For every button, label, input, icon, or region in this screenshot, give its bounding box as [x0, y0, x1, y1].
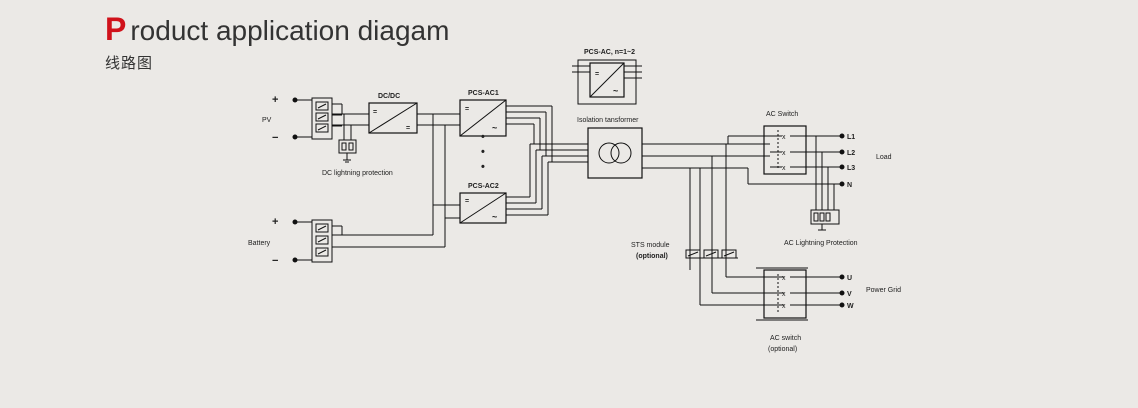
- dcdc-label: DC/DC: [378, 93, 400, 100]
- pcs-ac1-ac: ~: [492, 123, 497, 133]
- isolation-transformer: [587, 127, 643, 179]
- v-label: V: [847, 291, 852, 298]
- dc-lightning-protection: [338, 114, 357, 163]
- dcdc-converter: [368, 102, 418, 134]
- sw2-x-1: x: [782, 275, 786, 282]
- u-label: U: [847, 275, 852, 282]
- pcs-acn-eq: =: [595, 71, 599, 78]
- battery-plus: +: [272, 216, 278, 228]
- ac-switch2-optional: (optional): [768, 346, 797, 353]
- isolation-label: Isolation tansformer: [577, 117, 639, 124]
- sw2-x-3: x: [782, 303, 786, 310]
- dot-1: •: [481, 131, 485, 143]
- n-label: N: [847, 182, 852, 189]
- ac-switch-label: AC Switch: [766, 111, 798, 118]
- dc-lightning-label: DC lightning protection: [322, 170, 393, 177]
- dcdc-eq: =: [373, 109, 377, 116]
- pcs-ac2-eq: =: [465, 198, 469, 205]
- battery-label: Battery: [248, 240, 271, 247]
- ac-lightning-label: AC Lightning Protection: [784, 240, 858, 247]
- ac-switch-load: [763, 125, 845, 187]
- pcs-acn-block: [572, 59, 642, 105]
- sts-label: STS module: [631, 242, 670, 249]
- pv-label: PV: [262, 117, 272, 124]
- pv-connector: [292, 97, 369, 140]
- sw2-x-2: x: [782, 291, 786, 298]
- title-initial: P: [105, 11, 127, 47]
- w-label: W: [847, 303, 854, 310]
- pcs-acn-ac: ~: [613, 86, 618, 96]
- battery-minus: −: [272, 255, 278, 267]
- sts-optional: (optional): [636, 253, 668, 260]
- title-text: roduct application diagam: [130, 15, 450, 46]
- sw-x-3: x: [782, 165, 786, 172]
- power-grid-label: Power Grid: [866, 287, 901, 294]
- sw-x-1: x: [782, 134, 786, 141]
- l2-label: L2: [847, 150, 855, 157]
- dcdc-eq2: =: [406, 125, 410, 132]
- pcs-ac2-block: [459, 192, 507, 224]
- sts-module: [685, 249, 738, 259]
- battery-connector: [292, 218, 446, 263]
- pcs-ac1-eq: =: [465, 106, 469, 113]
- sw-x-2: x: [782, 150, 786, 157]
- dot-3: •: [481, 161, 485, 173]
- pv-plus: +: [272, 94, 278, 106]
- pcs-ac2-ac: ~: [492, 212, 497, 222]
- l3-label: L3: [847, 165, 855, 172]
- dot-2: •: [481, 146, 485, 158]
- pcs-ac1-label: PCS-AC1: [468, 90, 499, 97]
- ac-switch-grid: [756, 267, 845, 321]
- ac-switch2-label: AC switch: [770, 335, 801, 342]
- ac-lightning-protection: [810, 136, 840, 231]
- page-subtitle: 线路图: [105, 54, 154, 72]
- load-label: Load: [876, 154, 892, 161]
- pcs-acn-label: PCS-AC, n=1~2: [584, 49, 635, 56]
- l1-label: L1: [847, 134, 855, 141]
- pv-minus: −: [272, 132, 278, 144]
- pcs-ac2-label: PCS-AC2: [468, 183, 499, 190]
